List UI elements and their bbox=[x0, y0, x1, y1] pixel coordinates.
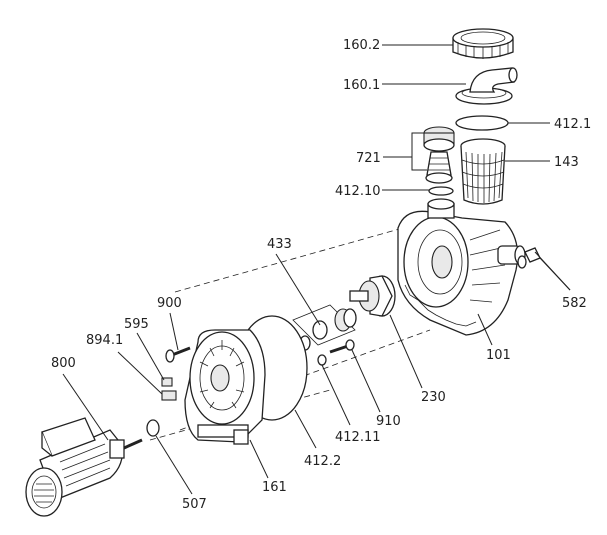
part-143-strainer-basket bbox=[460, 138, 506, 205]
part-230-impeller bbox=[349, 275, 396, 317]
label-507: 507 bbox=[182, 497, 207, 512]
label-900: 900 bbox=[157, 296, 182, 311]
part-900-screw bbox=[165, 346, 191, 363]
label-595: 595 bbox=[124, 317, 149, 332]
label-160-2: 160.2 bbox=[343, 38, 380, 53]
part-800-motor bbox=[25, 417, 143, 517]
label-433: 433 bbox=[267, 237, 292, 252]
label-412-1: 412.1 bbox=[554, 117, 591, 132]
label-412-11: 412.11 bbox=[335, 430, 381, 445]
leader-lines bbox=[62, 44, 571, 495]
label-412-2: 412.2 bbox=[304, 454, 341, 469]
part-433-mechanical-seal bbox=[292, 304, 357, 351]
label-910: 910 bbox=[376, 414, 401, 429]
label-721: 721 bbox=[356, 151, 381, 166]
part-412-10-o-ring bbox=[428, 186, 454, 196]
part-labels: 160.2 160.1 412.1 721 143 412.10 433 900… bbox=[51, 38, 591, 512]
label-894-1: 894.1 bbox=[86, 333, 123, 348]
label-582: 582 bbox=[562, 296, 587, 311]
part-160-2-lid-nut bbox=[452, 28, 514, 59]
part-595-block bbox=[161, 377, 173, 387]
part-507-slinger bbox=[146, 419, 160, 437]
label-230: 230 bbox=[421, 390, 446, 405]
label-800: 800 bbox=[51, 356, 76, 371]
part-160-1-lid bbox=[455, 67, 518, 105]
label-143: 143 bbox=[554, 155, 579, 170]
label-412-10: 412.10 bbox=[335, 184, 381, 199]
part-161-seal-plate bbox=[184, 329, 266, 445]
part-894-1-block bbox=[161, 390, 177, 401]
part-412-1-o-ring bbox=[455, 115, 509, 131]
label-161: 161 bbox=[262, 480, 287, 495]
label-101: 101 bbox=[486, 348, 511, 363]
part-101-pump-housing bbox=[397, 198, 526, 336]
part-910-drain-screw bbox=[317, 339, 355, 366]
label-160-1: 160.1 bbox=[343, 78, 380, 93]
part-721-cone-insert bbox=[423, 126, 455, 184]
